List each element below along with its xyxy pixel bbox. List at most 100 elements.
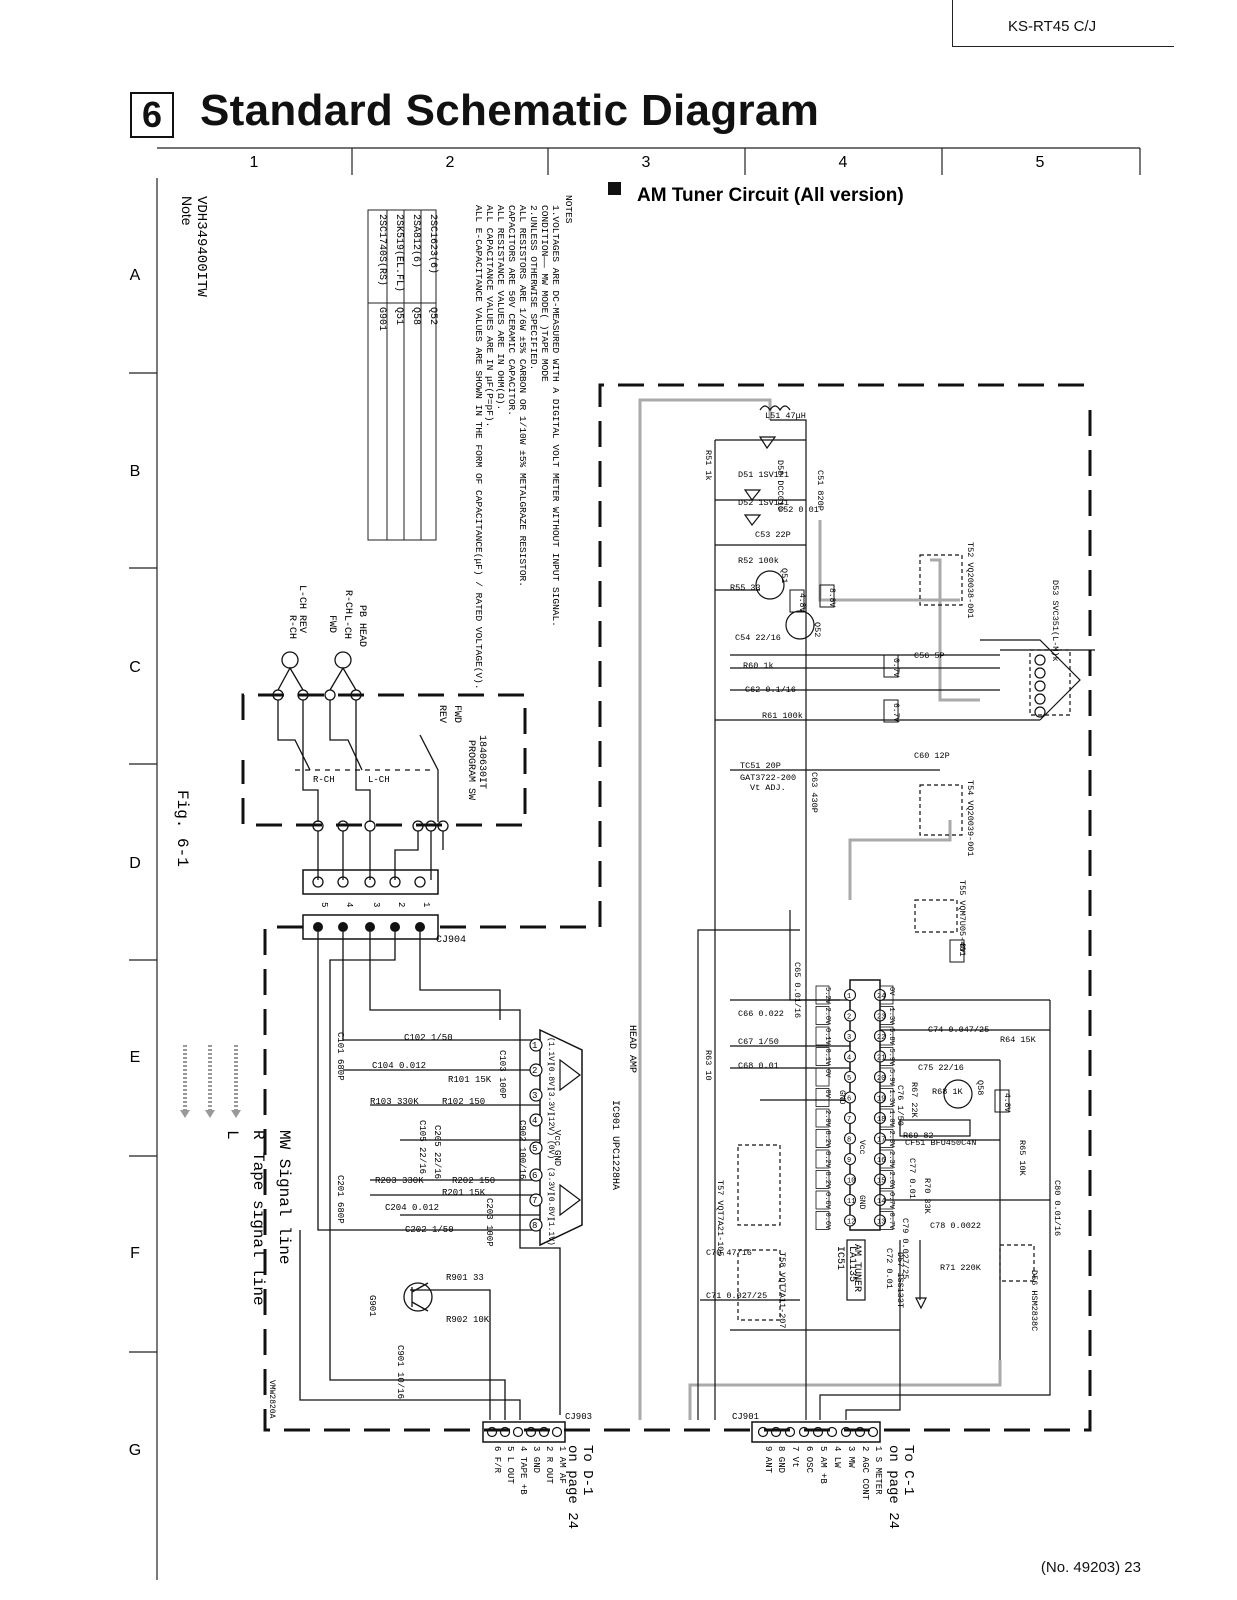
- g901-transistor: [403, 1282, 433, 1312]
- tuner-component: R64 15K: [1000, 1035, 1037, 1045]
- ic51-pin-voltage: 0.7V: [887, 1192, 895, 1210]
- tuner-active-parts: [737, 405, 1071, 1321]
- ic901-vcc-label: Vcc: [552, 1130, 562, 1146]
- subtitle-bullet: [608, 182, 621, 195]
- ic51-voltage-box: [815, 1190, 830, 1210]
- ic51-voltage-box: [815, 1067, 830, 1087]
- cj901-destination: To C-1: [900, 1445, 916, 1495]
- program-switch-rch: R-CH: [313, 775, 335, 785]
- ic51-pin-voltage: 5.8V: [887, 1028, 895, 1046]
- ic51-pin-number: 8: [847, 1137, 851, 1145]
- tuner-component: Q51: [779, 568, 789, 583]
- ic51-voltage-box: [879, 1067, 894, 1087]
- ic51-pin-voltage: 5.9V: [887, 1069, 895, 1087]
- head-amp-component: G901: [367, 1295, 377, 1317]
- legend-l-symbol: L: [223, 1130, 241, 1140]
- pb-head-label: L-CH: [296, 585, 307, 609]
- ic51-voltage-box: [815, 1149, 830, 1169]
- cj903-destination: To D-1: [579, 1445, 595, 1495]
- legend: [180, 1045, 241, 1118]
- program-switch-box: [241, 693, 527, 827]
- ic51-pin-voltage: 5.9V: [887, 1049, 895, 1067]
- note-line: ALL E-CAPACITANCE VALUES ARE SHOWN IN TH…: [473, 205, 484, 690]
- ic51-pin-voltage: 5.2V: [823, 987, 831, 1005]
- tuner-component: C53 22P: [755, 530, 791, 540]
- transistor-ref: Q52: [427, 307, 438, 325]
- cj901-pin: 1 S METER: [873, 1446, 883, 1495]
- head-amp-component: R103 330K: [370, 1097, 419, 1107]
- ic51-pin: [843, 1070, 857, 1084]
- tuner-component: TC51 20P: [740, 761, 781, 771]
- ic51-pin-voltage: 0V: [887, 987, 895, 996]
- tuner-component: C63 430P: [809, 772, 819, 813]
- ic51-gnd-label: GND: [837, 1090, 846, 1105]
- program-switch-part: 1840630IT: [476, 735, 487, 789]
- ic51-pin: [843, 1152, 857, 1166]
- cj903-page: on page 24: [564, 1445, 580, 1529]
- notes-heading: NOTES: [563, 195, 574, 224]
- head-amp-component: R201 15K: [442, 1188, 486, 1198]
- program-switch-rev: REV: [436, 705, 447, 723]
- cj901-pin: 9 ANT: [763, 1446, 773, 1474]
- tuner-component: R67 22K: [909, 1082, 919, 1119]
- figure-label: Fig. 6-1: [173, 790, 191, 867]
- cj903-pin: 4 TAPE +B: [518, 1446, 528, 1495]
- ic901-pin-number: 2: [532, 1066, 537, 1076]
- ic901-pin-voltage: (3.3V): [546, 1167, 555, 1196]
- ic901-pin-voltage: (3.3V): [546, 1087, 555, 1116]
- tuner-component: C79 0.027/25: [900, 1218, 910, 1279]
- ic901-pin-voltage: (0V): [546, 1140, 555, 1159]
- head-amp-component: R102 150: [442, 1097, 485, 1107]
- cj901-page: on page 24: [885, 1445, 901, 1529]
- tuner-component: T57 VQT7A21-105: [715, 1180, 725, 1257]
- ic901-pin-voltage: (0.8V): [546, 1192, 555, 1221]
- ic51-vcc-label: Vcc: [857, 1140, 866, 1155]
- ic901-gnd-label: GND: [552, 1150, 562, 1166]
- tuner-component: Q52: [812, 622, 822, 637]
- tuner-component: R68 1K: [932, 1087, 964, 1097]
- cj904-pin-number: 3: [371, 902, 381, 907]
- pb-head-label: REV: [296, 615, 307, 633]
- ic901-pin: [529, 1168, 543, 1182]
- head-amp-component: C102 1/50: [404, 1033, 453, 1043]
- ic51-pin-voltage: 0V: [823, 1069, 831, 1078]
- ic51-voltage-box: [815, 1047, 830, 1066]
- tuner-component: C77 0.01: [907, 1158, 917, 1199]
- grid-column-label: 3: [642, 154, 651, 171]
- ic51-pin-voltage: 8.2V: [823, 1151, 831, 1169]
- ic51-pin-number: 21: [877, 1055, 885, 1063]
- ic901-function: HEAD AMP: [626, 1025, 637, 1073]
- transistor-ref: Q58: [410, 307, 421, 325]
- cj903-connector: [482, 1421, 566, 1443]
- tuner-component: D56 HSM2838C: [1029, 1270, 1039, 1331]
- ic51-voltage-box: [815, 1026, 830, 1046]
- ic51-voltage-box: [879, 1108, 894, 1128]
- ic51-pin-number: 18: [877, 1116, 885, 1124]
- ic51-pin: [843, 1091, 857, 1104]
- ic901-pin-number: 7: [532, 1196, 537, 1206]
- ic901-pin-number: 8: [532, 1221, 537, 1231]
- tuner-component: D58 DCC010: [775, 460, 785, 511]
- cj901-pin: 4 LW: [832, 1446, 842, 1468]
- ic51-pin-number: 15: [877, 1178, 885, 1186]
- ic901-pin: [529, 1088, 543, 1102]
- grid-row-label: C: [129, 659, 141, 676]
- head-amp-component: C101 680P: [335, 1032, 345, 1081]
- ic51-pin-number: 4: [847, 1055, 851, 1063]
- tuner-component: C70 47/16: [706, 1248, 752, 1258]
- header-rule-vertical: [952, 0, 953, 46]
- ic51-pin-voltage: 1.3V: [887, 1090, 895, 1108]
- tuner-wiring: [697, 419, 1095, 1420]
- ic901-pin-voltage: (1.1V): [546, 1217, 555, 1246]
- ic51-voltage-box: [879, 1190, 894, 1210]
- ic901-pin: [529, 1218, 543, 1232]
- ic51-pin-number: 7: [847, 1116, 851, 1124]
- tuner-voltage: 4.8V: [1002, 1093, 1011, 1112]
- head-amp-component: R202 150: [452, 1176, 495, 1186]
- pb-head-label: R-CH: [342, 590, 353, 614]
